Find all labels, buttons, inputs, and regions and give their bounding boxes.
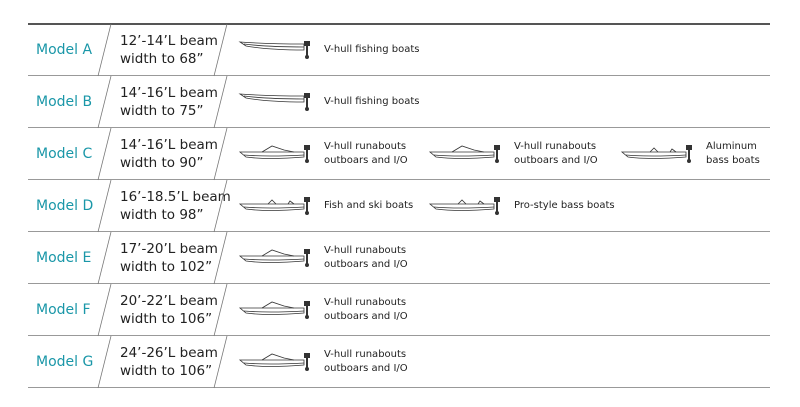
- model-row: Model B 14’-16’L beam width to 75” V-hull…: [28, 75, 770, 129]
- fish-and-ski-boat-icon: [238, 190, 318, 222]
- beam-spec: 16’-18.5’L beam width to 98”: [120, 188, 231, 224]
- model-row: Model D 16’-18.5’L beam width to 98” Fish…: [28, 179, 770, 233]
- row-divider: [28, 179, 770, 180]
- beam-width: width to 68”: [120, 51, 204, 67]
- beam-spec: 14’-16’L beam width to 75”: [120, 84, 218, 120]
- boat-type: Aluminum bass boats: [620, 138, 760, 170]
- boat-label: Pro-style bass boats: [514, 200, 615, 211]
- model-name: Model C: [36, 146, 93, 162]
- beam-spec: 24’-26’L beam width to 106”: [120, 344, 218, 380]
- boat-label-2: outboars and I/O: [324, 311, 408, 322]
- boat-type: Pro-style bass boats: [428, 190, 615, 222]
- boat-label-2: outboars and I/O: [324, 155, 408, 166]
- boat-label: V-hull runabouts: [514, 141, 597, 152]
- beam-width: width to 90”: [120, 155, 204, 171]
- row-divider: [28, 283, 770, 284]
- model-name: Model F: [36, 302, 91, 318]
- boat-type: V-hull runabouts outboars and I/O: [428, 138, 598, 170]
- row-divider: [28, 23, 770, 25]
- boat-label: V-hull fishing boats: [324, 44, 420, 55]
- boat-type: V-hull runabouts outboars and I/O: [238, 346, 408, 378]
- boat-label-2: outboars and I/O: [514, 155, 598, 166]
- row-divider: [28, 127, 770, 128]
- beam-spec: 12’-14’L beam width to 68”: [120, 32, 218, 68]
- model-row: Model G 24’-26’L beam width to 106” V-hul…: [28, 335, 770, 389]
- model-name: Model G: [36, 354, 94, 370]
- v-hull-fishing-boat-icon: [238, 34, 318, 66]
- boat-label-2: outboars and I/O: [324, 363, 408, 374]
- pro-style-bass-boat-icon: [428, 190, 508, 222]
- beam-width: width to 106”: [120, 363, 213, 379]
- boat-type: V-hull runabouts outboars and I/O: [238, 242, 408, 274]
- runabout-boat-icon: [238, 346, 318, 378]
- boat-label: Aluminum: [706, 141, 757, 152]
- beam-width: width to 98”: [120, 207, 204, 223]
- boat-type: V-hull fishing boats: [238, 86, 420, 118]
- boat-label-2: bass boats: [706, 155, 760, 166]
- model-name: Model D: [36, 198, 94, 214]
- beam-spec: 20’-22’L beam width to 106”: [120, 292, 218, 328]
- length-range: 12’-14’L beam: [120, 33, 218, 49]
- boat-label: V-hull runabouts: [324, 141, 407, 152]
- v-hull-fishing-boat-icon: [238, 86, 318, 118]
- runabout-boat-icon: [238, 138, 318, 170]
- model-name: Model B: [36, 94, 93, 110]
- runabout-outboard-boat-icon: [428, 138, 508, 170]
- row-divider: [28, 335, 770, 336]
- beam-spec: 14’-16’L beam width to 90”: [120, 136, 218, 172]
- aluminum-bass-boat-icon: [620, 138, 700, 170]
- boat-label: V-hull runabouts: [324, 245, 407, 256]
- model-name: Model E: [36, 250, 92, 266]
- length-range: 14’-16’L beam: [120, 137, 218, 153]
- boat-label: V-hull runabouts: [324, 297, 407, 308]
- boat-type: V-hull runabouts outboars and I/O: [238, 294, 408, 326]
- beam-spec: 17’-20’L beam width to 102”: [120, 240, 218, 276]
- boat-type: V-hull runabouts outboars and I/O: [238, 138, 408, 170]
- boat-label: Fish and ski boats: [324, 200, 414, 211]
- length-range: 14’-16’L beam: [120, 85, 218, 101]
- boat-label: V-hull runabouts: [324, 349, 407, 360]
- row-divider: [28, 75, 770, 76]
- boat-type: V-hull fishing boats: [238, 34, 420, 66]
- length-range: 17’-20’L beam: [120, 241, 218, 257]
- length-range: 16’-18.5’L beam: [120, 189, 231, 205]
- length-range: 24’-26’L beam: [120, 345, 218, 361]
- runabout-boat-icon: [238, 294, 318, 326]
- beam-width: width to 75”: [120, 103, 204, 119]
- runabout-boat-icon: [238, 242, 318, 274]
- row-divider: [28, 231, 770, 232]
- boat-label: V-hull fishing boats: [324, 96, 420, 107]
- model-row: Model F 20’-22’L beam width to 106” V-hul…: [28, 283, 770, 337]
- model-name: Model A: [36, 42, 93, 58]
- boat-type: Fish and ski boats: [238, 190, 413, 222]
- beam-width: width to 106”: [120, 311, 213, 327]
- model-row: Model A 12’-14’L beam width to 68” V-hull…: [28, 23, 770, 77]
- model-row: Model C 14’-16’L beam width to 90” V-hull…: [28, 127, 770, 181]
- row-divider: [28, 387, 770, 388]
- boat-label-2: outboars and I/O: [324, 259, 408, 270]
- beam-width: width to 102”: [120, 259, 213, 275]
- model-row: Model E 17’-20’L beam width to 102” V-hul…: [28, 231, 770, 285]
- length-range: 20’-22’L beam: [120, 293, 218, 309]
